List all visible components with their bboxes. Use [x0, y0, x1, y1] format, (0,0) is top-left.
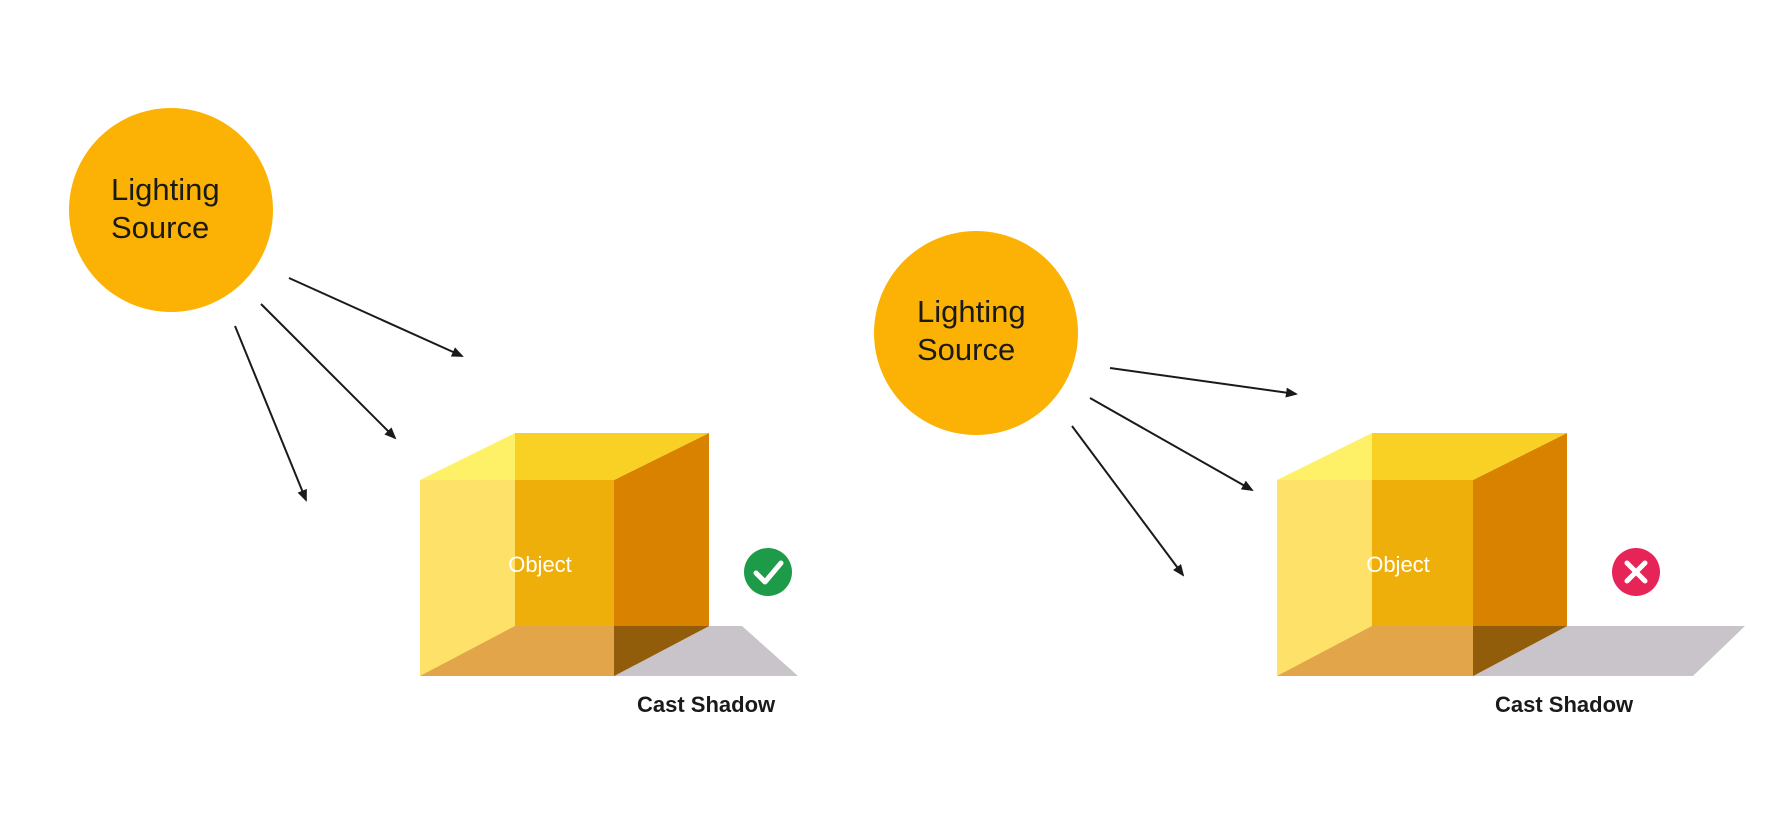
light-source-label-line2: Source	[111, 210, 209, 245]
cross-icon	[1612, 548, 1660, 596]
light-source: Lighting Source	[69, 108, 273, 312]
light-source-label-line1: Lighting	[111, 172, 220, 207]
cube-side-face	[1473, 433, 1567, 676]
cube-bottom-dark	[614, 626, 709, 676]
light-ray	[1089, 397, 1254, 491]
cube-top-face-right	[515, 433, 709, 480]
object-label: Object	[1366, 552, 1430, 577]
object-cube: Object	[1277, 433, 1567, 676]
cube-bottom-dark	[1473, 626, 1567, 676]
checkmark-icon	[744, 548, 792, 596]
light-rays	[234, 277, 464, 502]
light-source: Lighting Source	[874, 231, 1078, 435]
panel-incorrect: Lighting Source Object Cast Shadow	[874, 231, 1745, 717]
light-ray	[1109, 367, 1298, 398]
object-label: Object	[508, 552, 572, 577]
cast-shadow-label: Cast Shadow	[1495, 692, 1634, 717]
object-cube: Object	[420, 433, 709, 676]
cube-side-face	[614, 433, 709, 676]
cube-top-face-right	[1372, 433, 1567, 480]
cube-bottom-face	[1277, 626, 1473, 676]
cube-bottom-face	[420, 626, 614, 676]
cube-top-face-left	[420, 433, 515, 480]
sun-circle	[69, 108, 273, 312]
light-ray	[1071, 425, 1185, 577]
panel-correct: Lighting Source Object Cast Shadow	[69, 108, 798, 717]
light-ray	[234, 325, 307, 502]
light-rays	[1071, 367, 1298, 577]
cast-shadow-label: Cast Shadow	[637, 692, 776, 717]
sun-circle	[874, 231, 1078, 435]
light-source-label-line2: Source	[917, 332, 1015, 367]
light-source-label-line1: Lighting	[917, 294, 1026, 329]
light-ray	[288, 277, 464, 357]
light-ray	[260, 303, 397, 440]
cube-top-face-left	[1277, 433, 1372, 480]
